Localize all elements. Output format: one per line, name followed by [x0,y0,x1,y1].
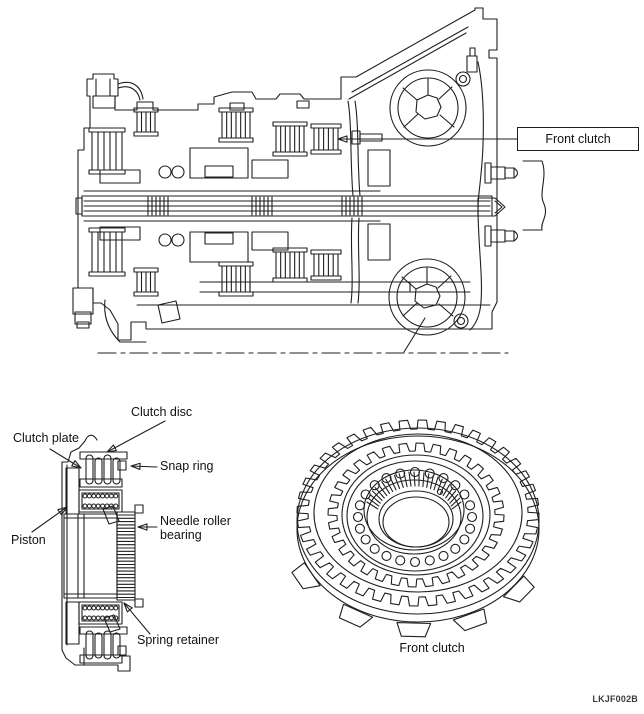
clutch-plate-label: Clutch plate [13,431,80,445]
spring-retainer-label: Spring retainer [137,633,219,647]
needle-roller-bearing-label: Needle roller bearing [160,514,231,543]
figure-code: LKJF002B [592,694,638,704]
front-clutch-callout-label: Front clutch [545,132,611,146]
transmission-cross-section [72,7,547,354]
clutch-disc-label: Clutch disc [131,405,193,419]
iso-view-caption: Front clutch [399,641,465,655]
leader-lines [31,135,518,635]
snap-ring-label: Snap ring [160,459,214,473]
front-clutch-section-view [61,434,144,672]
front-clutch-callout-box: Front clutch [517,127,639,151]
piston-label: Piston [11,533,46,547]
front-clutch-isometric-view [291,419,540,638]
